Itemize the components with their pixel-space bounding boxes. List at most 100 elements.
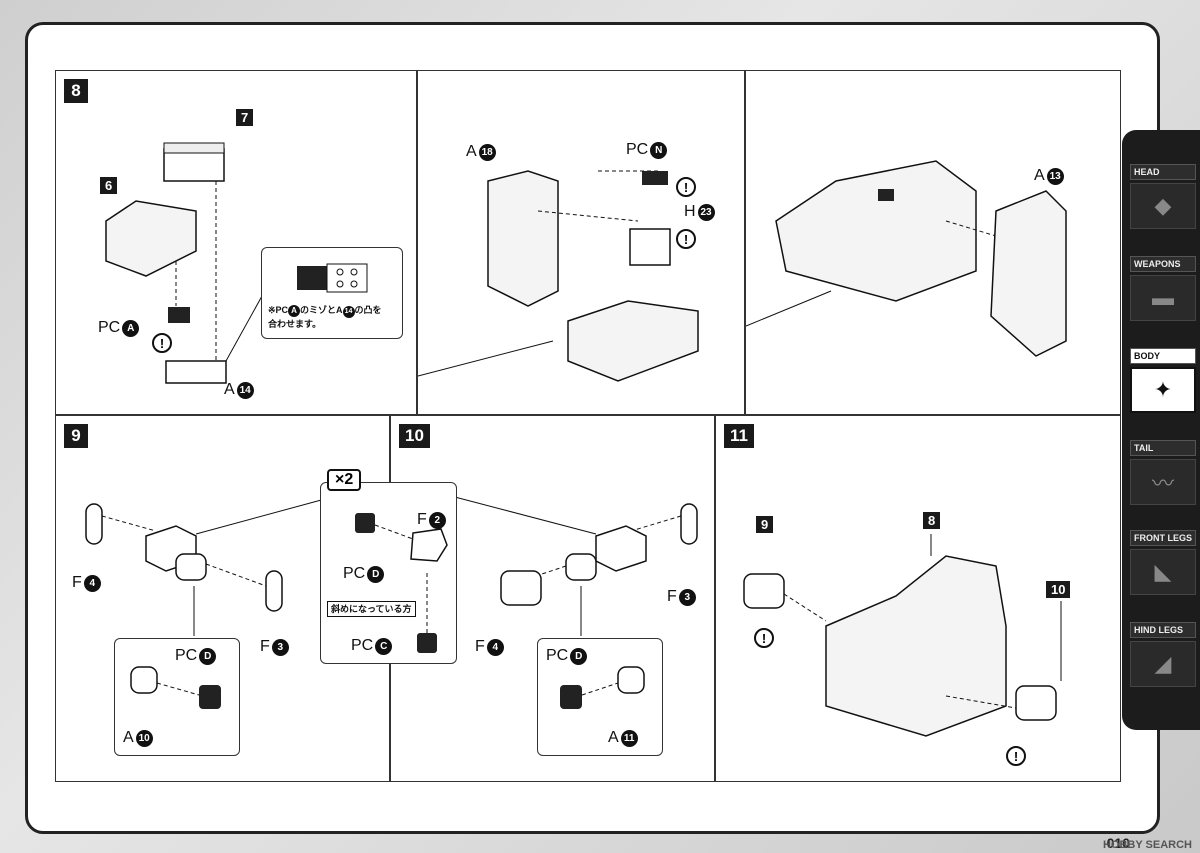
tail-icon: 〰 (1130, 459, 1196, 505)
step-number: 9 (64, 424, 88, 448)
warning-icon: ! (676, 229, 696, 249)
pc-circ: N (650, 141, 668, 159)
pc-circ: A (122, 319, 140, 337)
warning-icon: ! (676, 177, 696, 197)
note-text-end: の凸を (354, 305, 382, 315)
a-text: A (1034, 167, 1045, 184)
f-text: F (72, 574, 82, 591)
slanted-note: 斜めになっている方 (327, 601, 416, 617)
note-circ-14: 14 (342, 306, 355, 318)
pc-circ: D (570, 647, 588, 665)
step-8c-diagram (746, 160, 1067, 357)
pc-text: PC (343, 565, 366, 582)
pc-text: PC (546, 647, 569, 664)
sidebar-item-body[interactable]: BODY ✦ (1130, 348, 1196, 413)
f-circ: 4 (83, 574, 101, 592)
pc-circ: C (375, 637, 393, 655)
pc-text: PC (351, 637, 374, 654)
sidebar-label: TAIL (1130, 440, 1196, 456)
sidebar-item-tail[interactable]: TAIL 〰 (1130, 440, 1196, 505)
callout-diagram (560, 666, 645, 709)
sidebar-label: FRONT LEGS (1130, 530, 1196, 546)
sidebar-label: HEAD (1130, 164, 1196, 180)
watermark: HOBBY SEARCH (1102, 839, 1192, 851)
note-text-line2: 合わせます。 (268, 319, 322, 329)
note-circ-a: A (288, 305, 301, 317)
page-number: 010 (1106, 835, 1130, 851)
a-text: A (123, 729, 134, 746)
hind-legs-icon: ◢ (1130, 641, 1196, 687)
a-text: A (224, 381, 235, 398)
f-circ: 2 (428, 511, 446, 529)
a-text: A (466, 143, 477, 160)
a-circ: 13 (1046, 167, 1064, 185)
sidebar-item-weapons[interactable]: WEAPONS ▬ (1130, 256, 1196, 321)
a-text: A (608, 729, 619, 746)
f-text: F (667, 588, 677, 605)
body-icon: ✦ (1130, 367, 1196, 413)
step-9-diagram (85, 495, 337, 636)
warning-icon: ! (1006, 746, 1026, 766)
sidebar-item-front-legs[interactable]: FRONT LEGS ◣ (1130, 530, 1196, 595)
pc-circ: D (367, 565, 385, 583)
sidebar-label: BODY (1130, 348, 1196, 364)
pc-text: PC (626, 141, 649, 158)
a-circ: 14 (236, 381, 254, 399)
times-two-badge: ×2 (327, 469, 362, 491)
f-circ: 4 (486, 638, 504, 656)
front-legs-icon: ◣ (1130, 549, 1196, 595)
a-circ: 11 (620, 729, 638, 747)
part-tag-10: 10 (1046, 581, 1071, 598)
step-11-panel: 11 9 8 10 ! ! (715, 415, 1121, 782)
step-10-diagram (450, 495, 698, 636)
sidebar-item-head[interactable]: HEAD ◆ (1130, 164, 1196, 229)
h-text: H (684, 203, 696, 220)
part-tag-8: 8 (923, 512, 941, 529)
step-number: 10 (399, 424, 430, 448)
note-text: ※PC (268, 305, 289, 315)
f-text: F (260, 638, 270, 655)
x2-diagram (355, 513, 448, 653)
callout-diagram (130, 666, 221, 709)
step-11-diagram (743, 534, 1062, 737)
step-8-diagram (105, 142, 263, 384)
warning-icon: ! (754, 628, 774, 648)
part-tag-9: 9 (756, 516, 774, 533)
pc-text: PC (98, 319, 121, 336)
warning-icon: ! (152, 333, 172, 353)
sidebar-item-hind-legs[interactable]: HIND LEGS ◢ (1130, 622, 1196, 687)
sidebar-label: HIND LEGS (1130, 622, 1196, 638)
weapons-icon: ▬ (1130, 275, 1196, 321)
pc-circ: D (199, 647, 217, 665)
f-circ: 3 (271, 638, 289, 656)
section-sidebar: HEAD ◆ WEAPONS ▬ BODY ✦ TAIL 〰 FRONT LEG… (1122, 130, 1200, 730)
head-icon: ◆ (1130, 183, 1196, 229)
note-text-mid: のミゾとA (300, 305, 343, 315)
a-circ: 18 (478, 143, 496, 161)
